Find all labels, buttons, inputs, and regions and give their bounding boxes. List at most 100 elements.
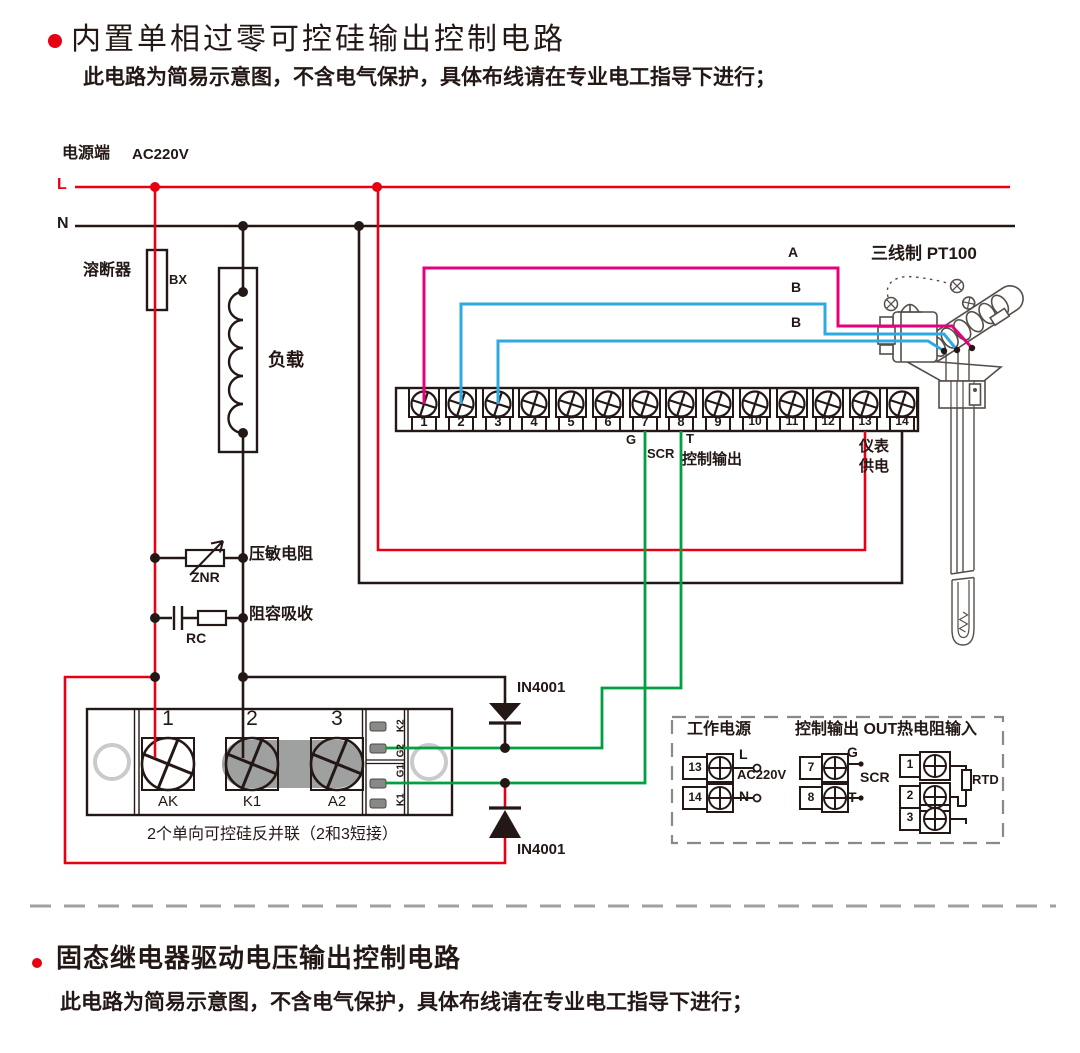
sensor-wire-b1-label: B <box>791 279 802 295</box>
snubber-code: RC <box>186 630 207 646</box>
terminal-number-12: 12 <box>821 414 835 428</box>
module-screw-ak <box>132 728 204 800</box>
wire-b1 <box>459 302 959 404</box>
terminal-number-2: 2 <box>457 414 465 429</box>
line-n-label: N <box>57 215 69 232</box>
module-num-3: 3 <box>331 707 343 730</box>
wires <box>63 182 1015 865</box>
snubber-label: 阻容吸收 <box>249 606 314 623</box>
wire-a <box>422 266 974 404</box>
terminal-number-1: 1 <box>420 414 428 429</box>
sensor-dome-screw <box>898 303 922 313</box>
section1-title: 内置单相过零可控硅输出控制电路 <box>71 23 566 56</box>
terminal-number-4: 4 <box>530 414 538 429</box>
sensor-wire-b2-label: B <box>791 314 802 330</box>
wire-t-to-g2 <box>386 431 683 750</box>
wire-bottom-loop <box>63 675 507 865</box>
legend-ac220v: AC220V <box>737 767 787 782</box>
meter-power-label-2: 供电 <box>859 458 890 475</box>
module-pin-k2: K2 <box>395 719 407 733</box>
meter-power-label-1: 仪表 <box>859 438 890 455</box>
terminal-block <box>394 386 920 433</box>
sensor-screw-icon <box>947 276 967 296</box>
wire-g-to-g1 <box>386 431 647 785</box>
legend-scr: SCR <box>860 769 890 785</box>
legend-rtd-1: 1 <box>906 757 914 771</box>
output-g-label: G <box>626 432 637 447</box>
control-output-label: 控制输出 <box>682 451 743 468</box>
module-pin-k1: K1 <box>395 793 407 807</box>
sensor-title: 三线制 PT100 <box>871 244 977 263</box>
legend-l: L <box>739 746 748 762</box>
legend-t: T <box>848 789 857 805</box>
terminal-number-13: 13 <box>858 414 872 428</box>
terminal-number-8: 8 <box>677 414 685 429</box>
pt100-sensor-drawing <box>877 275 1024 646</box>
module-term-k1: K1 <box>242 793 262 810</box>
legend-rtd-3: 3 <box>906 810 914 824</box>
output-t-label: T <box>686 431 694 446</box>
module-term-ak: AK <box>157 793 178 810</box>
sensor-screw-icon <box>881 294 901 314</box>
legend-13: 13 <box>688 760 702 774</box>
wire-b2 <box>496 339 945 404</box>
load-box <box>217 266 259 454</box>
section2-title: 固态继电器驱动电压输出控制电路 <box>56 943 462 973</box>
legend-g: G <box>847 744 858 760</box>
diode-bottom-label: IN4001 <box>517 841 566 858</box>
diode-top-symbol <box>489 703 521 721</box>
legend-14: 14 <box>688 790 702 804</box>
line-l-label: L <box>57 176 67 193</box>
module-term-a2: A2 <box>327 793 347 810</box>
legend-rtd-label: RTD <box>972 772 999 787</box>
terminal-number-6: 6 <box>604 414 612 429</box>
section2-note: 此电路为简易示意图，不含电气保护，具体布线请在专业电工指导下进行； <box>60 991 753 1014</box>
legend-output-title: 控制输出 OUT <box>795 721 898 738</box>
module-caption: 2个单向可控硅反并联（2和3短接） <box>147 826 398 843</box>
section1-bullet-icon <box>48 34 62 48</box>
sensor-head-body <box>892 311 938 363</box>
fuse-label: 溶断器 <box>83 262 132 279</box>
output-scr-label: SCR <box>647 446 675 461</box>
mounting-hole <box>410 743 448 781</box>
wire-n-to-14 <box>357 226 904 585</box>
terminal-number-5: 5 <box>567 414 575 429</box>
terminal-number-10: 10 <box>748 414 762 428</box>
module-pin-g1: G1 <box>395 764 407 778</box>
diodes <box>489 703 521 838</box>
power-terminal-label: 电源端 <box>62 145 111 162</box>
sensor-clamp <box>968 383 982 406</box>
sensor-probe <box>950 408 975 646</box>
diode-bottom-symbol <box>489 810 521 838</box>
legend-rtd-title: 热电阻输入 <box>897 721 978 738</box>
resistor-symbol <box>196 609 228 627</box>
varistor-label: 压敏电阻 <box>249 546 314 563</box>
section2-bullet-icon <box>32 958 42 968</box>
terminal-number-7: 7 <box>641 414 649 429</box>
varistor-code: ZNR <box>191 569 220 585</box>
load-label: 负载 <box>268 350 304 370</box>
legend-8: 8 <box>807 790 815 804</box>
terminal-number-3: 3 <box>494 414 502 429</box>
varistor-symbol <box>184 548 226 568</box>
module-num-2: 2 <box>246 707 258 730</box>
sensor-wire-a-label: A <box>788 244 799 260</box>
mounting-hole <box>93 743 131 781</box>
wire-l-to-13 <box>376 187 867 552</box>
module-num-1: 1 <box>162 707 174 730</box>
fuse-symbol <box>145 248 169 312</box>
terminal-number-9: 9 <box>714 414 722 429</box>
diode-top-label: IN4001 <box>517 679 566 696</box>
legend-n: N <box>739 788 750 804</box>
terminal-number-14: 14 <box>895 414 909 428</box>
sensor-lanyard <box>886 275 953 298</box>
section1-note: 此电路为简易示意图，不含电气保护，具体布线请在专业电工指导下进行； <box>83 66 776 89</box>
power-voltage-label: AC220V <box>132 146 189 163</box>
legend-7: 7 <box>807 760 815 774</box>
fuse-code: BX <box>169 272 188 287</box>
components <box>145 248 259 630</box>
capacitor-symbol <box>172 606 184 630</box>
legend-power-title: 工作电源 <box>687 721 752 738</box>
